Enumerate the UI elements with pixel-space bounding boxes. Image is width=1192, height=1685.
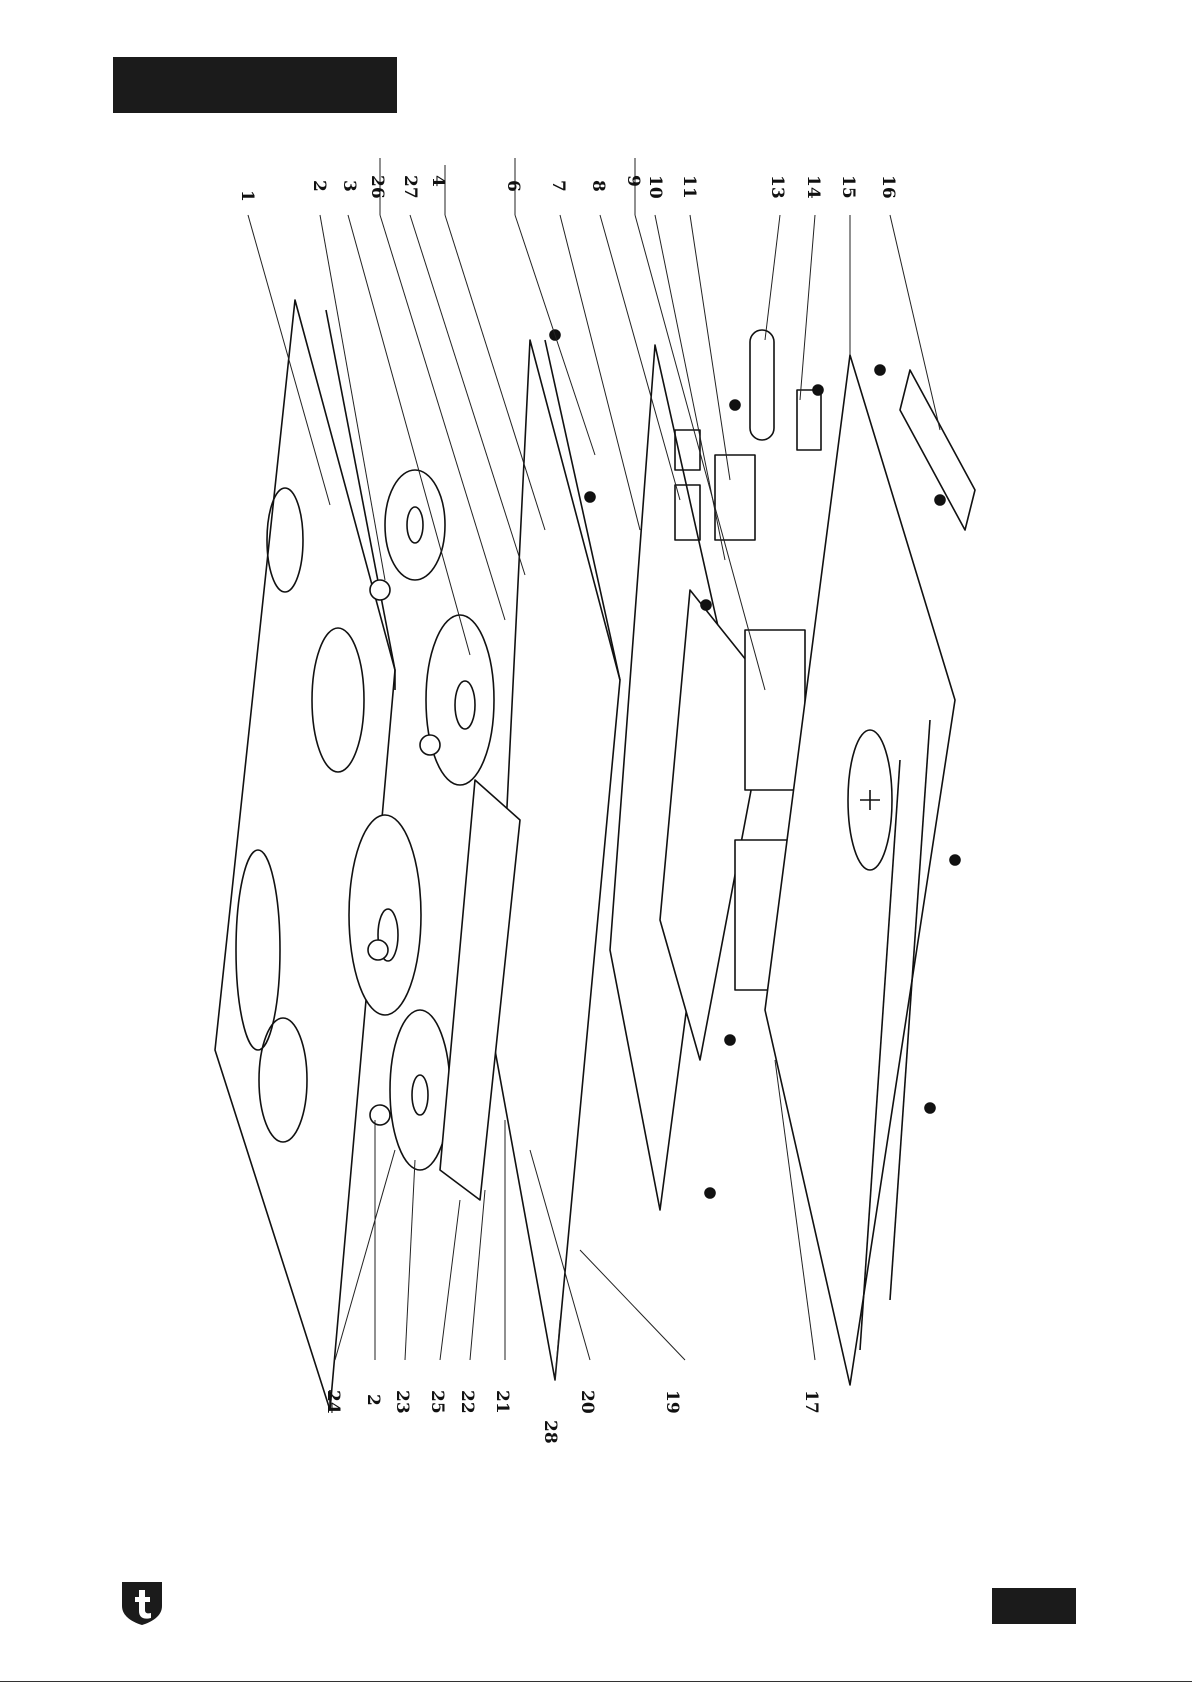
side-cover <box>900 370 975 530</box>
callout-label: 16 <box>878 175 898 199</box>
brand-logo-icon <box>118 1578 166 1626</box>
callouts-top: 1 2 3 26 27 4 6 7 8 9 10 11 13 14 15 16 <box>237 175 898 202</box>
callout-label: 10 <box>645 175 665 199</box>
screw <box>585 492 595 502</box>
callout-label: 19 <box>662 1390 682 1414</box>
callout-label: 23 <box>392 1390 412 1414</box>
callout-label: 7 <box>548 180 568 192</box>
callout-label: 20 <box>577 1390 597 1414</box>
page-number-tab <box>992 1588 1076 1624</box>
screw <box>935 495 945 505</box>
screw <box>950 855 960 865</box>
induction-coil <box>390 1010 450 1170</box>
callout-label: 17 <box>801 1390 821 1414</box>
callout-label: 21 <box>492 1390 512 1414</box>
callout-label: 24 <box>323 1390 343 1414</box>
screw <box>813 385 823 395</box>
callout-label: 2 <box>309 180 329 192</box>
callout-label: 26 <box>367 175 387 199</box>
callout-label: 13 <box>767 175 787 199</box>
power-cable <box>750 330 774 440</box>
terminal-block <box>715 455 755 540</box>
callout-label: 22 <box>457 1390 477 1414</box>
callout-label: 1 <box>237 190 257 202</box>
bottom-housing <box>765 355 955 1385</box>
screw <box>925 1103 935 1113</box>
screw <box>730 400 740 410</box>
cable-clamp <box>797 390 821 450</box>
callout-label: 2 <box>363 1394 383 1406</box>
callout-label: 27 <box>400 175 420 199</box>
bottom-rule <box>0 1681 1192 1682</box>
screw <box>705 1188 715 1198</box>
callouts-bottom: 24 2 23 25 22 21 28 20 19 17 <box>323 1390 821 1444</box>
screw <box>701 600 711 610</box>
callout-label: 3 <box>339 180 359 192</box>
callout-label: 6 <box>503 180 523 192</box>
callout-label: 11 <box>679 175 699 199</box>
induction-coil <box>349 815 421 1015</box>
callout-label: 9 <box>623 175 643 187</box>
induction-coil <box>385 470 445 580</box>
callout-label: 8 <box>588 180 608 192</box>
callout-label: 15 <box>838 175 858 199</box>
screw <box>875 365 885 375</box>
callout-label: 4 <box>428 175 448 187</box>
screw <box>725 1035 735 1045</box>
induction-coil <box>426 615 494 785</box>
callout-label: 28 <box>540 1420 560 1444</box>
callout-label: 25 <box>427 1390 447 1414</box>
callout-label: 14 <box>803 175 823 199</box>
